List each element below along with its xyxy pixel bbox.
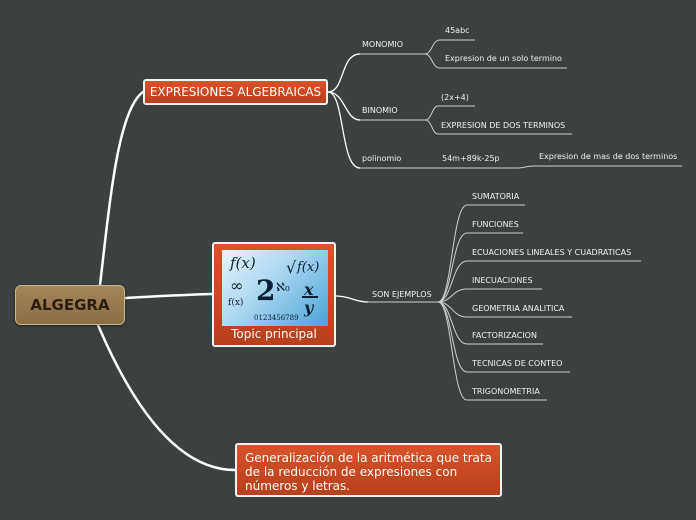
example-geometria[interactable]: GEOMETRIA ANALITICA bbox=[472, 304, 565, 313]
monomio-label[interactable]: MONOMIO bbox=[362, 40, 404, 49]
polinomio-example[interactable]: 54m+89k-25p bbox=[442, 154, 500, 163]
definition-node[interactable]: Generalización de la aritmética que trat… bbox=[235, 443, 502, 497]
topic-caption: Topic principal bbox=[231, 327, 317, 341]
example-funciones[interactable]: FUNCIONES bbox=[472, 220, 519, 229]
example-inecuaciones[interactable]: INECUACIONES bbox=[472, 276, 533, 285]
expresiones-node[interactable]: EXPRESIONES ALGEBRAICAS bbox=[143, 79, 328, 105]
example-sumatoria[interactable]: SUMATORIA bbox=[472, 192, 520, 201]
example-trigonometria[interactable]: TRIGONOMETRIA bbox=[472, 387, 540, 396]
example-ecuaciones[interactable]: ECUACIONES LINEALES Y CUADRATICAS bbox=[472, 248, 632, 257]
topic-node[interactable]: f(x) √ f(x) ∞ 2 ℵ₀ x y f(x) 0123456789 T… bbox=[212, 242, 336, 347]
son-ejemplos-label[interactable]: SON EJEMPLOS bbox=[372, 290, 432, 299]
monomio-desc[interactable]: Expresion de un solo termino bbox=[445, 54, 562, 63]
binomio-desc[interactable]: EXPRESION DE DOS TERMINOS bbox=[441, 121, 566, 130]
monomio-example[interactable]: 45abc bbox=[445, 26, 470, 35]
binomio-label[interactable]: BINOMIO bbox=[362, 106, 398, 115]
polinomio-label[interactable]: polinomio bbox=[362, 154, 402, 163]
example-factorizacion[interactable]: FACTORIZACION bbox=[472, 331, 537, 340]
expresiones-label: EXPRESIONES ALGEBRAICAS bbox=[149, 85, 322, 99]
polinomio-desc[interactable]: Expresion de mas de dos terminos bbox=[539, 152, 678, 161]
example-tecnicas[interactable]: TECNICAS DE CONTEO bbox=[472, 359, 563, 368]
definition-text: Generalización de la aritmética que trat… bbox=[245, 451, 492, 493]
math-image: f(x) √ f(x) ∞ 2 ℵ₀ x y f(x) 0123456789 bbox=[222, 250, 328, 326]
root-label: ALGEGRA bbox=[30, 296, 110, 314]
binomio-example[interactable]: (2x+4) bbox=[441, 93, 469, 102]
root-node[interactable]: ALGEGRA bbox=[15, 285, 125, 325]
